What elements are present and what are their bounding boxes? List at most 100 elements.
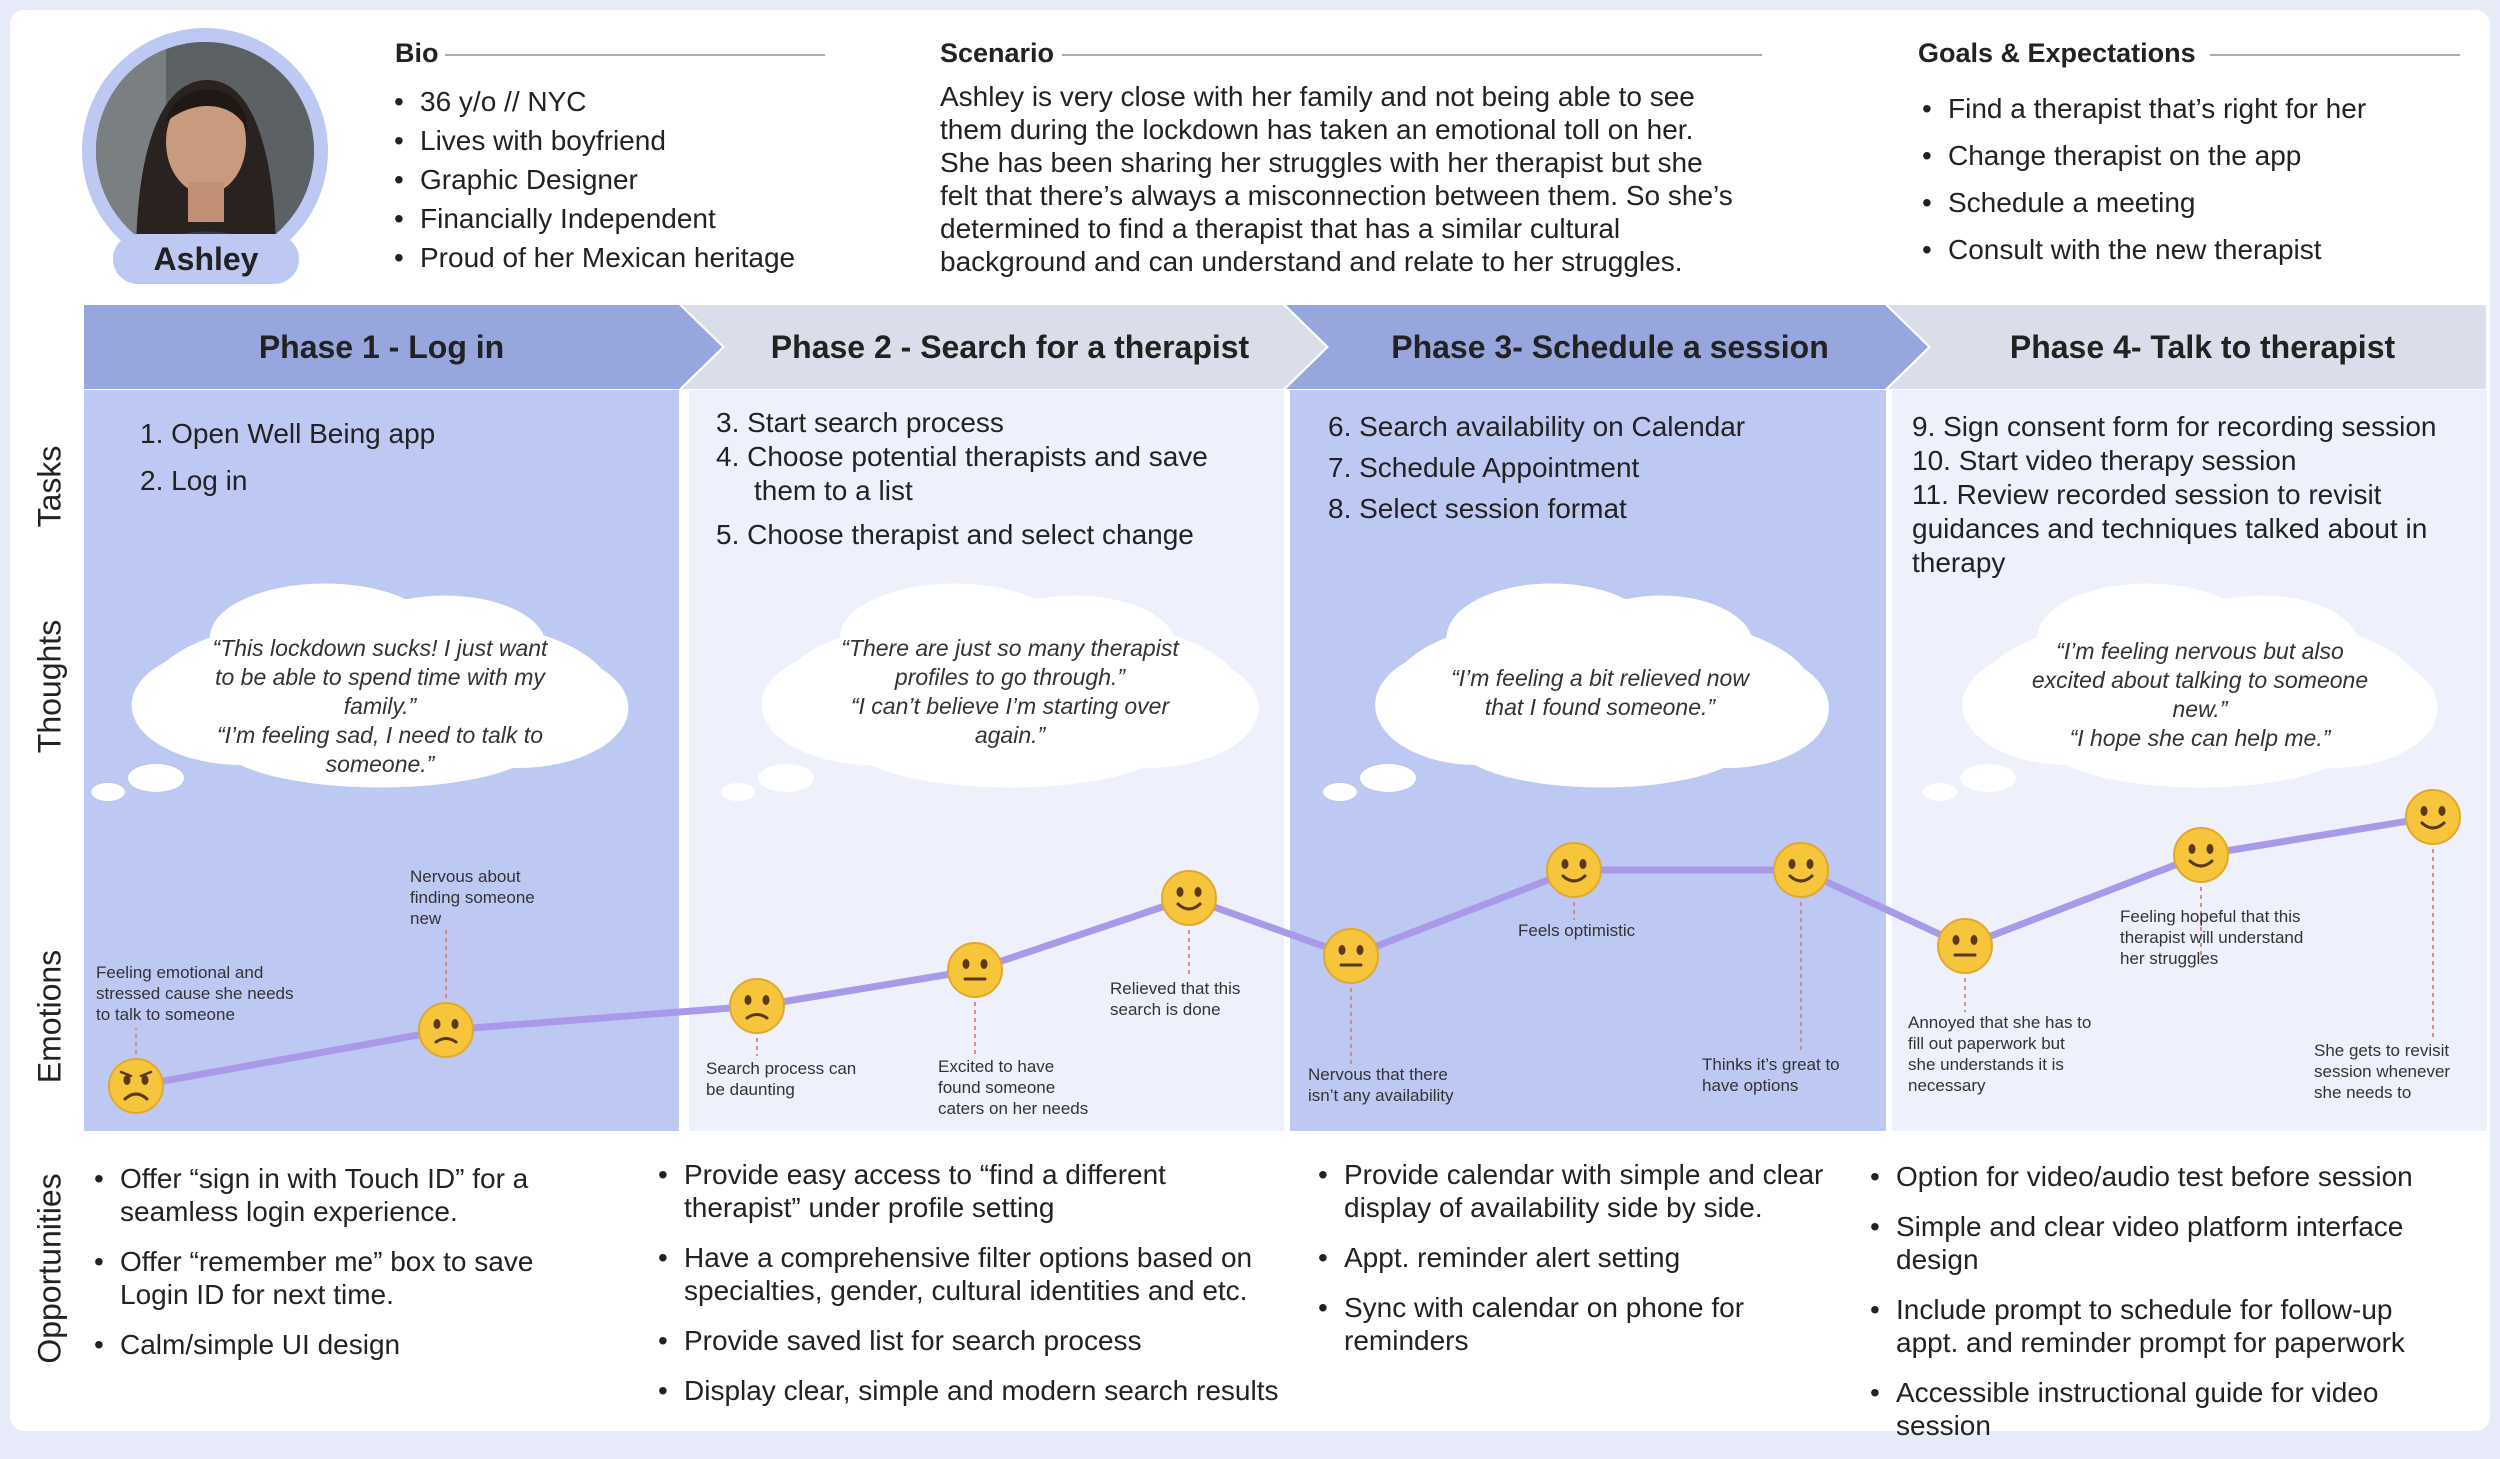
- opportunity-item: Provide easy access to “find a different…: [656, 1158, 1278, 1224]
- bio-rule: [445, 54, 825, 56]
- emotion-note-line: be daunting: [706, 1080, 795, 1099]
- phase-2-title: Phase 2 - Search for a therapist: [770, 329, 1250, 365]
- phase-4-chevron: [1888, 305, 2486, 389]
- emotion-note: Nervous that there isn’t any availability: [1308, 1064, 1454, 1106]
- thought-line: “I’m feeling nervous but also: [2056, 638, 2344, 664]
- task-item: 8. Select session format: [1328, 493, 1627, 524]
- opportunity-item: Have a comprehensive filter options base…: [656, 1241, 1278, 1307]
- bio-item: Graphic Designer: [392, 160, 795, 199]
- opportunity-line: Provide easy access to “find a different: [684, 1159, 1166, 1190]
- opportunity-line: session: [1896, 1410, 1991, 1441]
- opportunity-item: Include prompt to schedule for follow-up…: [1868, 1293, 2413, 1359]
- opportunity-line: Display clear, simple and modern search …: [684, 1375, 1279, 1406]
- phase-4-thought: “I’m feeling nervous but also excited abo…: [1990, 637, 2410, 753]
- bio-list: 36 y/o // NYCLives with boyfriendGraphic…: [392, 82, 795, 277]
- scenario-line: felt that there’s always a misconnection…: [940, 180, 1733, 211]
- thought-line: “This lockdown sucks! I just want: [212, 635, 548, 661]
- goal-item: Find a therapist that’s right for her: [1920, 85, 2366, 132]
- emoji-smile-icon: [1161, 870, 1217, 926]
- opportunity-line: specialties, gender, cultural identities…: [684, 1275, 1248, 1306]
- phase-1-title: Phase 1 - Log in: [258, 329, 505, 365]
- phase-4-title: Phase 4- Talk to therapist: [2009, 329, 2396, 365]
- emoji-neutral-icon: [1323, 928, 1379, 984]
- goal-item: Consult with the new therapist: [1920, 226, 2366, 273]
- opportunity-line: Offer “sign in with Touch ID” for a: [120, 1163, 529, 1194]
- opportunity-line: Login ID for next time.: [120, 1279, 394, 1310]
- thought-cloud-icon: [1323, 583, 1829, 801]
- opportunity-line: Offer “remember me” box to save: [120, 1246, 534, 1277]
- opportunity-line: Calm/simple UI design: [120, 1329, 401, 1360]
- phase-3-title: Phase 3- Schedule a session: [1391, 329, 1829, 365]
- phase-2-chevron: [682, 305, 1326, 389]
- thought-cloud-icon: [1923, 583, 2438, 801]
- opportunity-line: appt. and reminder prompt for paperwork: [1896, 1327, 2405, 1358]
- emotion-note-line: Annoyed that she has to: [1908, 1013, 2092, 1032]
- persona-name: Ashley: [113, 234, 299, 284]
- thought-line: new.”: [2172, 696, 2228, 722]
- emotion-note-line: session whenever: [2314, 1062, 2451, 1081]
- thought-line: that I found someone.”: [1484, 694, 1716, 720]
- thought-cloud-icon: [721, 583, 1259, 801]
- opportunity-item: Simple and clear video platform interfac…: [1868, 1210, 2413, 1276]
- emotion-note-line: her struggles: [2120, 949, 2219, 968]
- emoji-smile-icon: [2173, 827, 2229, 883]
- bio-title: Bio: [395, 38, 439, 68]
- emotion-note-line: Nervous that there: [1308, 1065, 1448, 1084]
- opportunity-item: Provide calendar with simple and cleardi…: [1316, 1158, 1823, 1224]
- phase-1-chevron: [84, 305, 722, 389]
- thought-line: “There are just so many therapist: [841, 635, 1179, 661]
- opportunity-line: Option for video/audio test before sessi…: [1896, 1161, 2413, 1192]
- thought-line: again.”: [974, 722, 1046, 748]
- emotion-note: Thinks it’s great to have options: [1702, 1054, 1840, 1096]
- emotion-note: Feels optimistic: [1518, 920, 1635, 941]
- emotion-note-line: found someone: [938, 1078, 1056, 1097]
- task-item: 7. Schedule Appointment: [1328, 452, 1640, 483]
- emoji-smile-icon: [1773, 842, 1829, 898]
- emotion-note-line: Thinks it’s great to: [1702, 1055, 1840, 1074]
- opportunity-line: therapist” under profile setting: [684, 1192, 1055, 1223]
- bio-item: Financially Independent: [392, 199, 795, 238]
- task-item: therapy: [1912, 547, 2006, 578]
- goals-title: Goals & Expectations: [1918, 38, 2196, 68]
- scenario-rule: [1062, 54, 1762, 56]
- scenario-line: determined to find a therapist that has …: [940, 213, 1621, 244]
- emotion-note-line: have options: [1702, 1076, 1799, 1095]
- phase-3-tasks: 6. Search availability on Calendar 7. Sch…: [1328, 406, 1745, 529]
- task-item: 6. Search availability on Calendar: [1328, 411, 1746, 442]
- opportunity-line: Include prompt to schedule for follow-up: [1896, 1294, 2393, 1325]
- emotion-note-line: Excited to have: [938, 1057, 1055, 1076]
- scenario-title: Scenario: [940, 38, 1055, 68]
- emoji-sad-icon: [108, 1058, 164, 1114]
- emotion-note-line: isn’t any availability: [1308, 1086, 1454, 1105]
- emotion-note-line: fill out paperwork but: [1908, 1034, 2065, 1053]
- opportunity-line: Accessible instructional guide for video: [1896, 1377, 2379, 1408]
- emotion-note-line: stressed cause she needs: [96, 984, 294, 1003]
- thought-line: “I hope she can help me.”: [2069, 725, 2331, 751]
- thought-line: excited about talking to someone: [2031, 667, 2369, 693]
- goal-item: Schedule a meeting: [1920, 179, 2366, 226]
- emotion-note-line: necessary: [1908, 1076, 1986, 1095]
- phase-header-chevrons: [84, 305, 2486, 389]
- phase-3-chevron: [1286, 305, 1928, 389]
- emoji-smile-icon: [2405, 789, 2461, 845]
- task-item: 1. Open Well Being app: [140, 418, 436, 449]
- emotion-note-line: Feeling hopeful that this: [2120, 907, 2301, 926]
- emotion-note-line: search is done: [1110, 1000, 1221, 1019]
- opportunity-line: Provide saved list for search process: [684, 1325, 1142, 1356]
- emoji-worried-icon: [729, 978, 785, 1034]
- scenario-line: Ashley is very close with her family and…: [940, 81, 1695, 112]
- thought-line: to be able to spend time with my: [215, 664, 545, 690]
- emotion-note-line: finding someone: [410, 888, 535, 907]
- task-item: 4. Choose potential therapists and save: [716, 441, 1208, 472]
- thought-cloud-icon: [91, 583, 629, 801]
- scenario-line: background and can understand and relate…: [940, 246, 1683, 277]
- emotion-note: Annoyed that she has to fill out paperwor…: [1908, 1012, 2091, 1096]
- phase-4-opportunities: Option for video/audio test before sessi…: [1868, 1160, 2413, 1459]
- thought-line: family.”: [343, 693, 417, 719]
